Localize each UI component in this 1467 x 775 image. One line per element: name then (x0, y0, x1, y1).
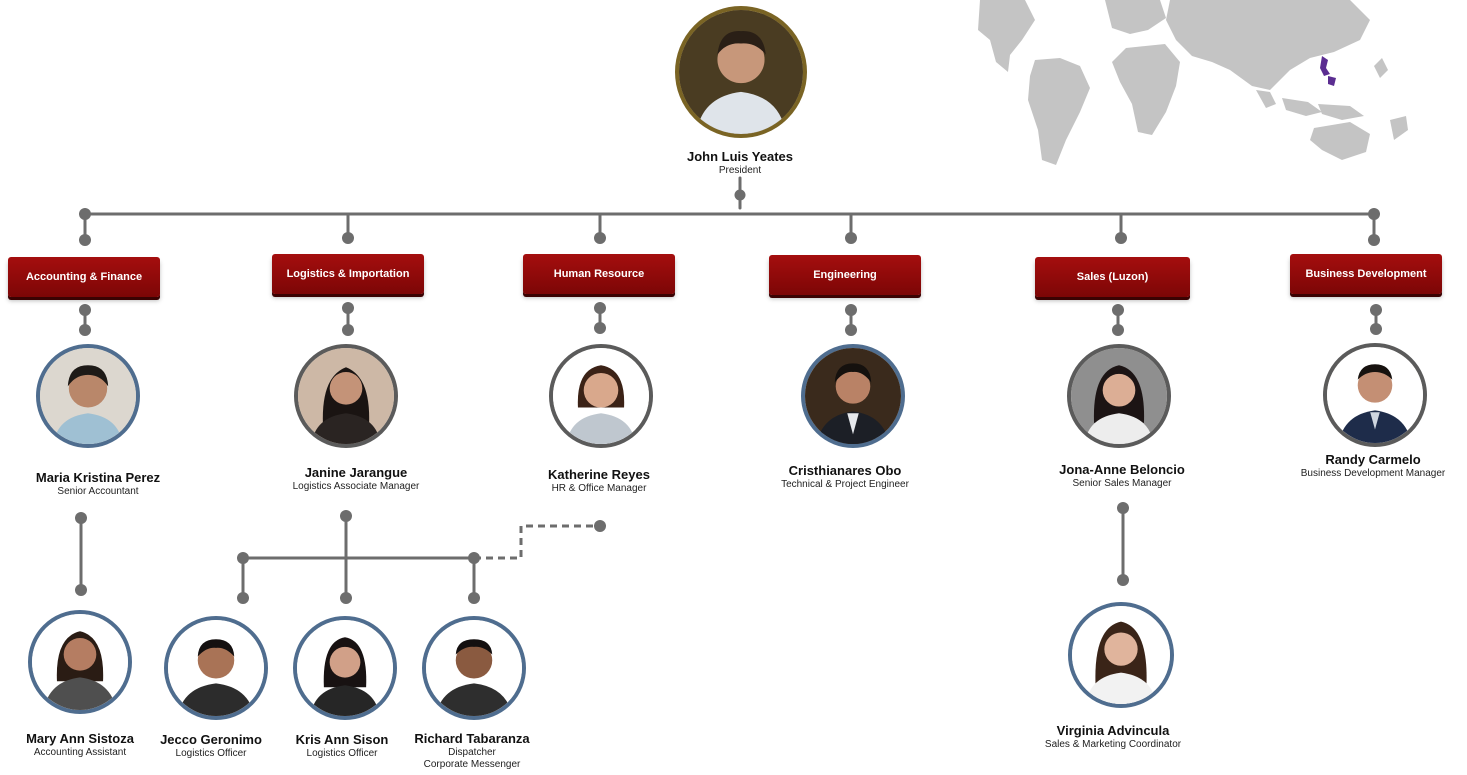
person-name: Randy Carmelo (1325, 452, 1421, 467)
person-role: Logistics Associate Manager (292, 481, 420, 492)
person-role: Senior Accountant (57, 486, 139, 497)
avatar-jecco-geronimo (164, 616, 268, 720)
person-name: Mary Ann Sistoza (26, 731, 134, 746)
avatar-randy-carmelo (1323, 343, 1427, 447)
person-card-jona-anne-beloncio: Jona-Anne Beloncio Senior Sales Manager (1022, 462, 1222, 490)
avatar-janine-jarangue (294, 344, 398, 448)
person-role: Logistics Officer (175, 748, 247, 759)
world-map-icon (978, 0, 1408, 165)
avatar-john-luis-yeates (675, 6, 807, 138)
avatar-kris-ann-sison (293, 616, 397, 720)
person-card-virginia-advincula: Virginia Advincula Sales & Marketing Coo… (1013, 723, 1213, 751)
dept-sales-luzon: Sales (Luzon) (1035, 257, 1190, 297)
avatar-jona-anne-beloncio (1067, 344, 1171, 448)
dept-engineering: Engineering (769, 255, 921, 295)
dept-accounting-finance: Accounting & Finance (8, 257, 160, 297)
avatar-richard-tabaranza (422, 616, 526, 720)
person-role: Senior Sales Manager (1072, 478, 1172, 489)
person-name: John Luis Yeates (687, 149, 793, 164)
person-card-richard-tabaranza: Richard Tabaranza Dispatcher Corporate M… (372, 731, 572, 771)
person-role-secondary: Corporate Messenger (423, 759, 521, 770)
person-name: Richard Tabaranza (414, 731, 530, 746)
person-name: Virginia Advincula (1056, 723, 1170, 738)
person-card-kris-ann-sison: Kris Ann Sison Logistics Officer (242, 732, 442, 760)
person-card-mary-ann-sistoza: Mary Ann Sistoza Accounting Assistant (0, 731, 180, 759)
person-role: Sales & Marketing Coordinator (1044, 739, 1182, 750)
person-name: Cristhianares Obo (788, 463, 902, 478)
dept-human-resource: Human Resource (523, 254, 675, 294)
person-role: Accounting Assistant (33, 747, 127, 758)
person-role: President (718, 165, 762, 176)
person-role: Technical & Project Engineer (781, 479, 909, 490)
person-name: Jona-Anne Beloncio (1059, 462, 1185, 477)
person-name: Janine Jarangue (304, 465, 408, 480)
person-name: Kris Ann Sison (295, 732, 389, 747)
person-name: Katherine Reyes (548, 467, 650, 482)
president-card: John Luis Yeates President (640, 149, 840, 177)
avatar-maria-kristina-perez (36, 344, 140, 448)
avatar-virginia-advincula (1068, 602, 1174, 708)
person-card-janine-jarangue: Janine Jarangue Logistics Associate Mana… (256, 465, 456, 493)
person-role: Logistics Officer (306, 748, 378, 759)
person-name: Maria Kristina Perez (35, 470, 161, 485)
dept-business-development: Business Development (1290, 254, 1442, 294)
person-card-cristhianares-obo: Cristhianares Obo Technical & Project En… (745, 463, 945, 491)
person-role: Business Development Manager (1300, 468, 1446, 479)
person-card-katherine-reyes: Katherine Reyes HR & Office Manager (499, 467, 699, 495)
person-card-maria-kristina-perez: Maria Kristina Perez Senior Accountant (0, 470, 198, 498)
person-card-randy-carmelo: Randy Carmelo Business Development Manag… (1273, 452, 1467, 480)
person-name: Jecco Geronimo (160, 732, 262, 747)
person-role: Dispatcher (448, 747, 496, 758)
avatar-katherine-reyes (549, 344, 653, 448)
dept-logistics-importation: Logistics & Importation (272, 254, 424, 294)
avatar-cristhianares-obo (801, 344, 905, 448)
avatar-mary-ann-sistoza (28, 610, 132, 714)
person-role: HR & Office Manager (551, 483, 647, 494)
person-card-jecco-geronimo: Jecco Geronimo Logistics Officer (111, 732, 311, 760)
